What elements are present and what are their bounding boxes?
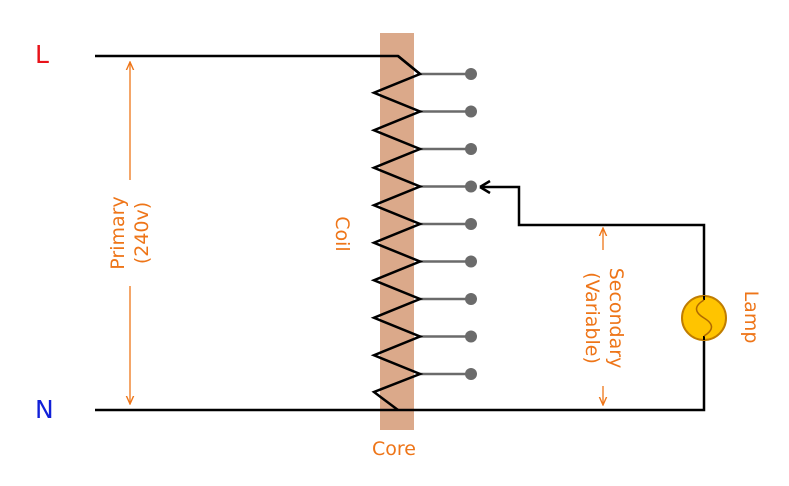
coil-winding: [370, 55, 424, 411]
secondary-label-line1: Secondary: [605, 267, 627, 369]
tap-terminal: [465, 255, 477, 268]
tap-terminals: [420, 68, 477, 380]
primary-voltage-label: Primary (240v): [106, 185, 154, 281]
primary-label-line2: (240v): [131, 201, 153, 265]
tap-terminal: [465, 68, 477, 80]
tap-terminal: [465, 218, 477, 230]
tap-terminal: [465, 368, 477, 380]
line-wire: [95, 54, 421, 75]
coil-label: Coil: [331, 216, 353, 252]
wiper-arrowhead: [479, 179, 491, 195]
line-label: L: [35, 40, 49, 69]
secondary-voltage-label: Secondary (Variable): [580, 258, 628, 378]
secondary-label-line2: (Variable): [581, 272, 603, 364]
secondary-wiper-wire: [482, 185, 706, 297]
primary-label-line1: Primary: [107, 196, 129, 270]
neutral-wire: [95, 340, 706, 412]
lamp-icon: [681, 295, 727, 341]
tap-terminal: [465, 105, 477, 118]
neutral-label: N: [35, 395, 54, 424]
tap-terminal: [465, 180, 477, 193]
tap-terminal: [465, 143, 477, 155]
lamp-label: Lamp: [740, 290, 762, 344]
core-label: Core: [372, 438, 416, 460]
tap-terminal: [465, 293, 477, 305]
tap-terminal: [465, 330, 477, 343]
